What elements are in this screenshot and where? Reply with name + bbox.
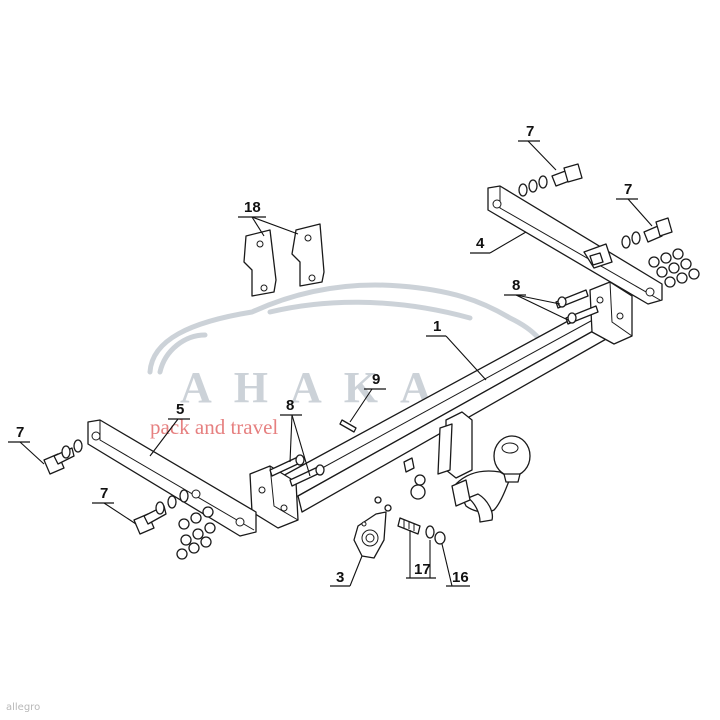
tow-ball-assembly [403, 411, 531, 523]
callout-3: 3 [330, 555, 363, 587]
callout-5: 5 [149, 401, 190, 457]
watermark: AHAKA pack and travel [147, 282, 551, 439]
watermark-car-roofline [267, 299, 473, 321]
callout-1: 1 [426, 318, 487, 381]
watermark-car-silhouette [147, 282, 551, 375]
label-16: 16 [452, 569, 469, 586]
bolt-set-7-left [43, 439, 83, 475]
callout-7-left: 7 [8, 424, 45, 465]
label-17: 17 [414, 561, 431, 578]
label-1: 1 [433, 318, 441, 335]
callout-8-right: 8 [504, 277, 569, 321]
label-5: 5 [176, 401, 184, 418]
callout-9: 9 [349, 371, 386, 423]
bolt-set-7-upper [518, 163, 583, 197]
label-3: 3 [336, 569, 344, 586]
label-18: 18 [244, 199, 261, 216]
callout-18: 18 [238, 199, 299, 237]
label-7-right: 7 [624, 181, 632, 198]
label-7-lower-left: 7 [100, 485, 108, 502]
part-18-spacer-plates [243, 223, 325, 297]
label-7-upper: 7 [526, 123, 534, 140]
part-5-left-bracket [87, 419, 257, 537]
label-4: 4 [476, 235, 485, 252]
part-9-pin [339, 419, 357, 433]
bolt-set-7-lower-left [133, 489, 216, 560]
label-8-left: 8 [286, 397, 294, 414]
watermark-letters: AHAKA [180, 363, 454, 412]
tow-ball [493, 435, 531, 477]
callout-16: 16 [441, 543, 470, 587]
bolt-set-8-right [555, 289, 599, 325]
bolt-set-8-left [269, 454, 325, 487]
label-9: 9 [372, 371, 380, 388]
callout-17: 17 [406, 530, 436, 579]
callout-7-lower-left: 7 [92, 485, 137, 525]
watermark-car-wheel [157, 332, 208, 375]
source-tag: allegro [6, 702, 40, 713]
part-4-right-bracket [487, 185, 663, 305]
callout-7-upper: 7 [518, 123, 557, 171]
part-3-socket-plate [353, 511, 387, 559]
callout-8-left: 8 [280, 397, 311, 477]
part-16-17-fasteners [374, 496, 446, 545]
label-8-right: 8 [512, 277, 520, 294]
bolt-set-7-right [621, 217, 700, 288]
callout-7-right: 7 [616, 181, 653, 227]
label-7-left: 7 [16, 424, 24, 441]
callout-4: 4 [470, 231, 527, 254]
